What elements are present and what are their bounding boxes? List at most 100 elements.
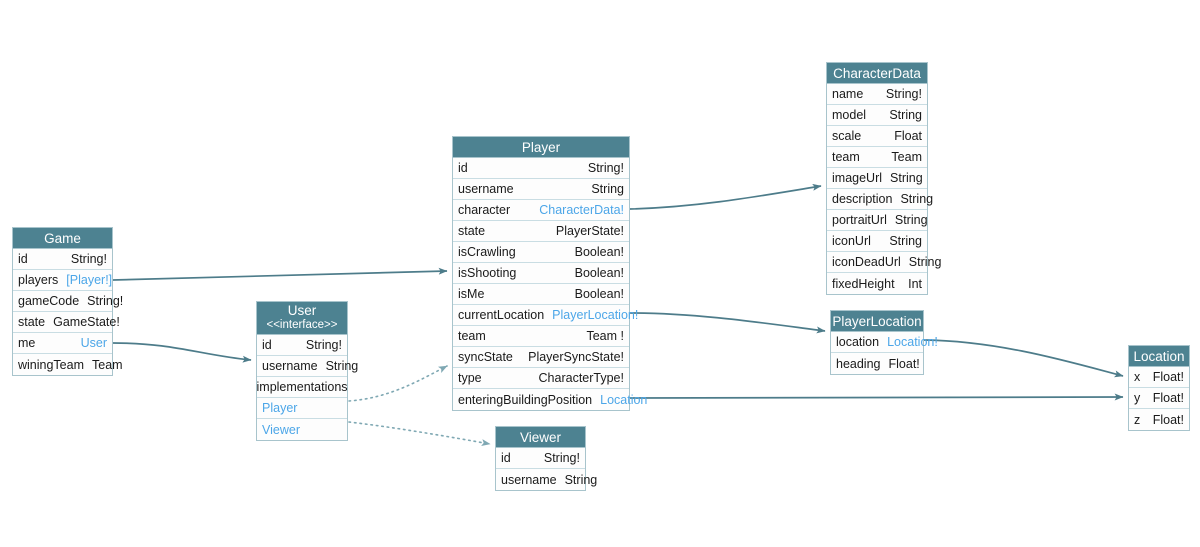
field-name: scale (832, 129, 862, 143)
field-name: id (18, 252, 28, 266)
edge-game-players-to-player (112, 267, 448, 281)
field-type: String! (885, 87, 922, 101)
field-row[interactable]: state PlayerState! (453, 221, 629, 242)
field-name: portraitUrl (832, 213, 887, 227)
field-row[interactable]: imageUrl String (827, 168, 927, 189)
field-type: PlayerLocation! (552, 308, 639, 322)
entity-header-user: User<<interface>> (257, 302, 347, 335)
field-name: state (18, 315, 46, 329)
field-type: PlayerSyncState! (528, 350, 624, 364)
field-name: Player (262, 401, 298, 415)
field-row[interactable]: Player (257, 398, 347, 419)
field-type: String! (305, 338, 342, 352)
entity-title: Viewer (519, 430, 562, 445)
field-type: Location (600, 392, 648, 407)
field-type: String! (70, 252, 107, 266)
field-name: imageUrl (832, 171, 883, 185)
field-type: String (890, 171, 923, 185)
entity-title: Game (44, 231, 81, 246)
field-type: String (889, 108, 922, 122)
edge-user-viewer-implements (348, 421, 491, 446)
field-name: character (458, 203, 511, 217)
field-name: username (262, 359, 318, 373)
field-name: id (458, 161, 468, 175)
field-row[interactable]: name String! (827, 84, 927, 105)
edge-game-me-to-user (112, 342, 252, 363)
field-type: String (889, 234, 922, 248)
field-type: String (900, 192, 934, 206)
entity-title: Player (521, 140, 561, 155)
entity-title: PlayerLocation (832, 314, 922, 329)
field-name: implementations (256, 380, 348, 394)
field-name: x (1134, 370, 1141, 384)
field-name: isCrawling (458, 245, 516, 259)
edge-playerlocation-location-to-location (923, 339, 1124, 378)
edge-user-player-implements (348, 365, 448, 402)
field-type: PlayerState! (555, 224, 624, 238)
field-row[interactable]: players[Player!] (13, 270, 112, 291)
field-row[interactable]: implementations (256, 377, 348, 398)
field-type: Boolean! (574, 287, 624, 301)
field-type: CharacterType! (538, 371, 624, 385)
field-name: name (832, 87, 864, 101)
field-name: isMe (458, 287, 485, 301)
field-row[interactable]: model String (827, 105, 927, 126)
field-row[interactable]: id String! (13, 249, 112, 270)
field-name: fixedHeight (832, 276, 895, 291)
field-row[interactable]: Viewer (257, 419, 347, 440)
entity-header-playerlocation: PlayerLocation (831, 311, 923, 332)
edge-player-currentlocation-to-playerlocation (629, 312, 826, 334)
entity-title: CharacterData (833, 66, 921, 81)
field-name: username (501, 472, 557, 487)
field-row[interactable]: currentLocation PlayerLocation! (453, 305, 638, 326)
entity-header-viewer: Viewer (496, 427, 585, 448)
field-row[interactable]: portraitUrl String (827, 210, 928, 231)
entity-header-player: Player (453, 137, 629, 158)
field-name: heading (836, 356, 881, 371)
field-row[interactable]: isMe Boolean! (453, 284, 629, 305)
field-name: model (832, 108, 867, 122)
entity-header-location: Location (1129, 346, 1189, 367)
field-name: currentLocation (458, 308, 545, 322)
field-name: y (1134, 391, 1141, 405)
edge-player-character-to-characterdata (629, 183, 822, 210)
field-name: state (458, 224, 486, 238)
field-type: String (591, 182, 624, 196)
field-type: String (894, 213, 928, 227)
